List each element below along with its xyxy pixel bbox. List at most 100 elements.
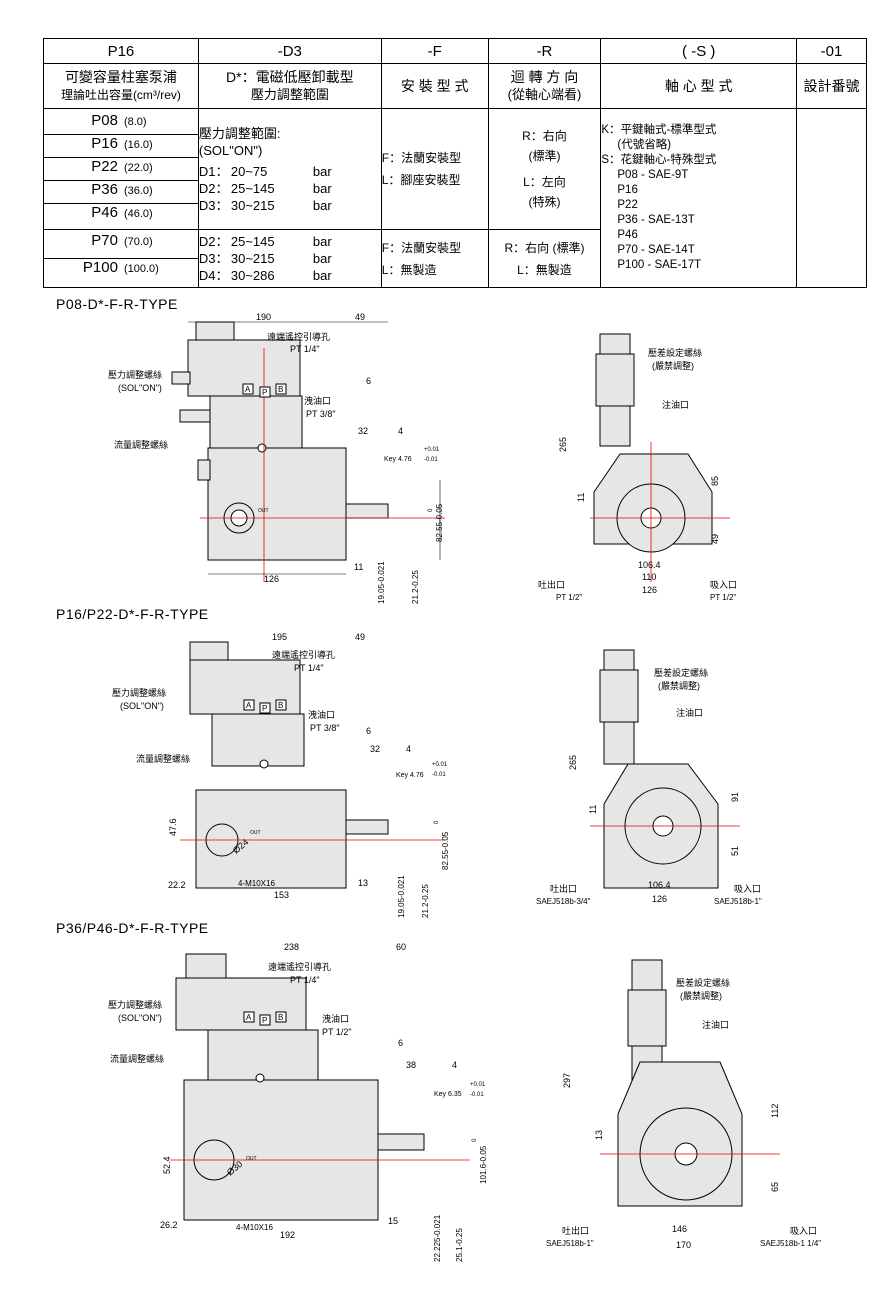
svg-text:170: 170	[676, 1240, 691, 1250]
drain-port-label: 洩油口	[308, 709, 335, 720]
port-a-label: A	[246, 1013, 252, 1022]
port-b-label: B	[278, 385, 283, 394]
inlet-label: 吸入口	[710, 580, 737, 590]
model-row: P16(16.0)	[44, 135, 198, 158]
fill-port-label: 注油口	[662, 399, 689, 410]
bolt-spec: 4-M10X16	[238, 879, 275, 888]
fill-port-label: 注油口	[702, 1019, 729, 1030]
rotation-left: L：無製造	[517, 262, 572, 277]
svg-text:32: 32	[370, 744, 380, 754]
remote-port	[255, 1073, 265, 1083]
remote-port-label: 遠端遙控引導孔	[268, 961, 331, 972]
code-header-row: P16 -D3 -F -R ( -S ) -01	[43, 38, 867, 64]
shaft	[345, 819, 389, 835]
dim-length: 238	[284, 942, 299, 952]
mount-option-l: L：腳座安裝型	[381, 173, 461, 187]
svg-text:110: 110	[642, 572, 656, 582]
outlet-label: 吐出口	[550, 883, 577, 894]
model-row: P100(100.0)	[44, 259, 198, 285]
svg-text:(嚴禁調整): (嚴禁調整)	[680, 990, 722, 1001]
mount-option-l: L：無製造	[381, 262, 437, 277]
dim-height: 82.55-0.05	[435, 503, 444, 542]
svg-text:49: 49	[710, 534, 720, 544]
drain-port-label: 洩油口	[304, 395, 331, 406]
drawing-title: P16/P22-D*-F-R-TYPE	[56, 606, 209, 622]
model-volume: (70.0)	[123, 236, 153, 248]
dim-length: 190	[256, 312, 271, 322]
svg-text:+0.01: +0.01	[424, 447, 440, 453]
rotation-label: 迴 轉 方 向	[510, 69, 579, 85]
dim-width: 192	[280, 1230, 295, 1240]
svg-text:(嚴禁調整): (嚴禁調整)	[658, 680, 700, 691]
design-no-label: 設計番號	[796, 63, 867, 109]
svg-text:4: 4	[452, 1060, 457, 1070]
svg-text:SAEJ518b-1 1/4": SAEJ518b-1 1/4"	[760, 1239, 821, 1248]
out-label: OUT	[258, 508, 269, 514]
svg-text:6: 6	[366, 376, 371, 386]
drawing-p36-p46: A P B OUT 238 60 遠端遙控引導孔 PT 1/4" 壓力調整螺絲 …	[108, 942, 821, 1262]
svg-text:15: 15	[388, 1216, 398, 1226]
mount-option-f: F：法蘭安裝型	[381, 240, 462, 255]
svg-text:85: 85	[710, 476, 720, 486]
out-label: OUT	[250, 830, 261, 836]
port-p-label: P	[262, 704, 267, 713]
code-s: ( -S )	[600, 38, 798, 64]
dim-width: 153	[274, 890, 289, 900]
diff-screw-note: (嚴禁調整)	[652, 360, 694, 371]
sol-on-note: (SOL"ON")	[198, 142, 263, 158]
model-row: P36(36.0)	[44, 181, 198, 204]
svg-text:91: 91	[730, 792, 740, 802]
port-a-label: A	[246, 701, 252, 710]
out-label: OUT	[246, 1156, 257, 1162]
svg-text:6: 6	[366, 726, 371, 736]
code-d3: -D3	[197, 38, 382, 64]
pump-body	[207, 447, 347, 561]
options-row-a: P08(8.0) P16(16.0) P22(22.0) P36(36.0) P…	[43, 108, 867, 288]
drain-port-size: PT 3/8"	[306, 409, 336, 419]
shaft-option-k: K：平鍵軸式-標準型式	[601, 124, 717, 136]
svg-text:-0.01: -0.01	[432, 772, 446, 778]
dim-shaft-ext: 49	[355, 312, 365, 322]
shaft-height: 21.2-0.25	[411, 570, 420, 604]
key-size: Key 6.35	[434, 1091, 462, 1098]
svg-text:11: 11	[354, 562, 363, 572]
remote-port-size: PT 1/4"	[290, 344, 320, 354]
flow-adjust-screw	[179, 409, 211, 423]
svg-text:11: 11	[588, 805, 598, 814]
svg-text:65: 65	[770, 1182, 780, 1192]
code-r: -R	[487, 38, 602, 64]
remote-port-label: 遠端遙控引導孔	[272, 649, 335, 660]
svg-text:-0.01: -0.01	[424, 457, 438, 463]
svg-text:(SOL"ON"): (SOL"ON")	[120, 701, 164, 711]
diff-screw-label: 壓差設定螺絲	[648, 347, 702, 358]
pressure-screw-label: 壓力調整螺絲	[108, 369, 162, 380]
code-f: -F	[380, 38, 489, 64]
svg-text:4: 4	[406, 744, 411, 754]
port-b-label: B	[278, 1013, 283, 1022]
pump-side-view	[171, 321, 389, 561]
svg-text:26.2: 26.2	[160, 1220, 178, 1230]
shaft	[377, 1133, 425, 1151]
drawing-p08: A P B OUT 190 49 遠端遙控引導孔 PT 1/4" 壓力調整螺絲 …	[108, 312, 737, 604]
dim-shaft-ext: 60	[396, 942, 406, 952]
shaft-dia: 22.225-0.021	[433, 1214, 442, 1262]
svg-text:112: 112	[770, 1104, 780, 1118]
dim-length: 195	[272, 632, 287, 642]
model-row: P22(22.0)	[44, 158, 198, 181]
solenoid-cap	[195, 321, 235, 341]
mount-type-label: 安 裝 型 式	[380, 63, 489, 109]
shaft-type-label: 軸 心 型 式	[600, 63, 798, 109]
pressure-screw-label: 壓力調整螺絲	[112, 687, 166, 698]
dim-width: 126	[264, 574, 279, 584]
valve-block	[211, 713, 305, 767]
flow-screw-label: 流量調整螺絲	[114, 439, 168, 450]
sol-label: (SOL"ON")	[118, 383, 162, 393]
d-type-label: D*：電磁低壓卸載型	[226, 69, 354, 85]
svg-text:297: 297	[562, 1073, 572, 1088]
svg-text:+0.01: +0.01	[432, 762, 448, 768]
model-volume: (8.0)	[123, 116, 147, 128]
rotation-left: L：左向	[523, 175, 566, 189]
